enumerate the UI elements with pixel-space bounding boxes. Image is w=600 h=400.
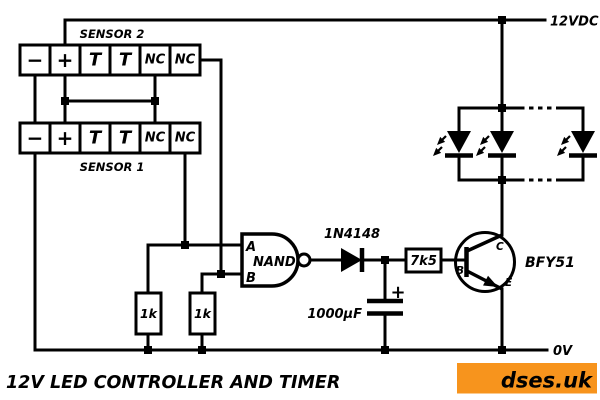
sensor2-terminal-minus: − [27,48,44,72]
capacitor-label: 1000µF [307,307,362,322]
nand-gate: A NAND B [240,232,312,288]
led-2 [476,106,516,182]
transistor-label: BFY51 [525,255,575,271]
wire-sensor-interconnect [33,73,157,125]
resistor-7k5-label: 7k5 [410,254,437,269]
sensor2-terminal-nc2: NC [175,53,196,68]
diagram-title: 12V LED CONTROLLER AND TIMER [6,373,340,393]
nand-input-b-label: B [246,271,256,286]
sensor1-terminal-block: − + T T NC NC SENSOR 1 [18,121,202,174]
sensor1-terminal-nc2: NC [175,131,196,146]
sensor2-terminal-nc1: NC [145,53,166,68]
resistor-1k-right: 1k [188,291,217,336]
sensor1-label: SENSOR 1 [80,160,145,174]
sensor2-terminal-plus: + [57,48,74,72]
resistor-1k-right-label: 1k [194,306,212,321]
sensor1-terminal-nc1: NC [145,131,166,146]
transistor-pin-c-label: C [496,241,504,253]
wire-resistors-to-0v [146,332,204,352]
resistor-7k5: 7k5 [404,247,443,274]
transistor-pin-b-label: B [456,265,464,277]
wire-sensor2-nc-to-nand-b [198,58,223,276]
led-emission-arrows-icon [476,135,490,156]
led-emission-arrows-icon [433,135,447,156]
led-n [557,106,597,182]
rail-0v-label: 0V [553,344,573,359]
led-1 [433,106,473,182]
wire-nand-input-b [200,272,244,295]
transistor-bfy51: B C E BFY51 [454,231,575,293]
sensor1-terminal-t1: T [89,128,103,149]
brand-badge: dses.uk [457,363,597,394]
led-array [433,106,597,182]
nand-input-a-label: A [245,240,256,255]
nand-label: NAND [253,255,296,270]
sensor1-terminal-plus: + [57,126,74,150]
sensor1-terminal-minus: − [27,126,44,150]
sensor2-terminal-t2: T [119,50,133,71]
capacitor-plus-sign: + [390,282,405,303]
nand-inverter-bubble-icon [296,252,312,268]
wire-nand-input-a [146,243,244,295]
wire-12vdc-rail [63,18,547,110]
sensor2-label: SENSOR 2 [80,27,145,41]
resistor-1k-left-label: 1k [140,306,158,321]
led-emission-arrows-icon [557,135,571,156]
capacitor-1000uf: + 1000µF [307,282,405,322]
diode-label: 1N4148 [324,227,380,242]
rail-12vdc-label: 12VDC [550,15,599,30]
transistor-pin-e-label: E [505,277,513,289]
junction-dots [61,16,506,354]
sensor2-terminal-block: SENSOR 2 − + T T NC NC [18,27,202,77]
resistor-1k-left: 1k [134,291,163,336]
brand-text: dses.uk [501,369,594,393]
diode-1n4148: 1N4148 [324,227,380,272]
brand-background [457,363,597,394]
wire-collector [466,178,504,253]
sensor2-terminal-t1: T [89,50,103,71]
sensor1-terminal-t2: T [119,128,133,149]
